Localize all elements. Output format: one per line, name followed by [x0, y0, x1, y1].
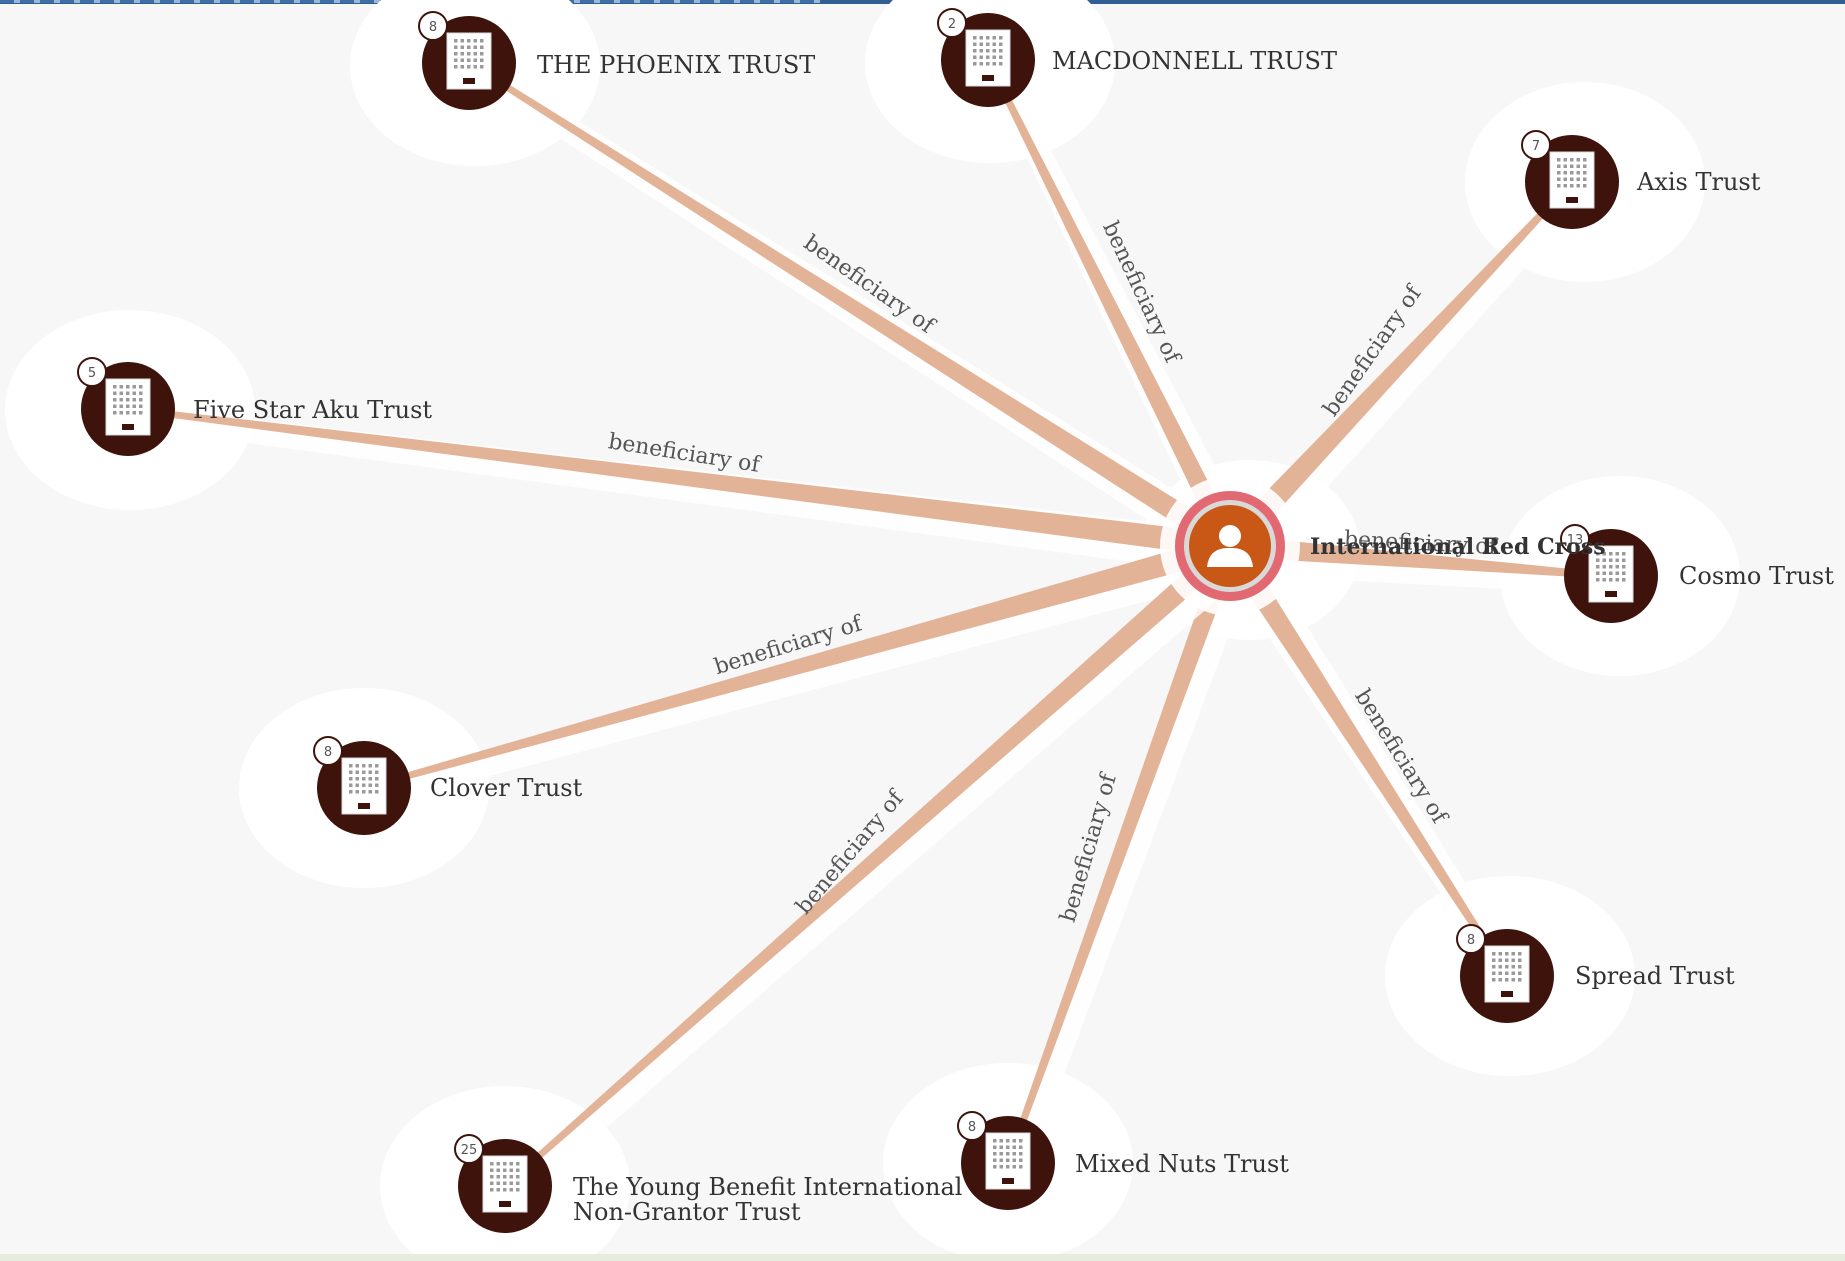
edge-spread[interactable] — [1220, 540, 1510, 978]
count-badge: 8 — [1456, 924, 1486, 954]
edge-axis[interactable] — [1221, 179, 1575, 555]
building-icon — [985, 1132, 1031, 1190]
edge-cosmo[interactable] — [1229, 535, 1612, 579]
trust-label: Axis Trust — [1636, 168, 1761, 196]
trust-label: The Young Benefit International — [573, 1173, 962, 1201]
count-badge: 8 — [313, 736, 343, 766]
count-badge: 8 — [418, 11, 448, 41]
count-badge: 5 — [77, 357, 107, 387]
edge-five-star-aku[interactable] — [127, 406, 1232, 558]
center-node[interactable]: International Red Cross — [1160, 476, 1606, 616]
trust-label: THE PHOENIX TRUST — [537, 51, 815, 79]
trust-label: Five Star Aku Trust — [193, 396, 432, 424]
count-badge-text: 8 — [1467, 933, 1475, 948]
building-icon — [965, 29, 1011, 87]
building-icon — [105, 378, 151, 436]
building-icon — [1484, 945, 1530, 1003]
edge-phoenix[interactable] — [467, 60, 1236, 556]
building-icon — [1588, 545, 1634, 603]
building-icon — [1549, 151, 1595, 209]
count-badge-text: 8 — [968, 1120, 976, 1135]
count-badge-text: 7 — [1532, 139, 1540, 154]
trust-label: MACDONNELL TRUST — [1052, 47, 1337, 75]
building-icon — [446, 32, 492, 90]
count-badge-text: 2 — [948, 17, 956, 32]
trust-label: Spread Trust — [1575, 962, 1735, 990]
count-badge: 25 — [454, 1134, 484, 1164]
bottom-bar — [0, 1254, 1845, 1261]
building-icon — [341, 757, 387, 815]
trust-label: Non-Grantor Trust — [573, 1198, 801, 1226]
count-badge-text: 13 — [1567, 533, 1584, 548]
count-badge-text: 25 — [461, 1143, 478, 1158]
edges — [127, 58, 1620, 1203]
building-icon — [482, 1155, 528, 1213]
count-badge: 2 — [937, 8, 967, 38]
person-icon — [1207, 525, 1253, 567]
center-label: International Red Cross — [1310, 534, 1606, 560]
count-badge-text: 8 — [429, 20, 437, 35]
count-badge-text: 8 — [324, 745, 332, 760]
edge-mixed-nuts[interactable] — [1005, 542, 1240, 1165]
edge-shadow — [1221, 182, 1589, 570]
edge-clover[interactable] — [363, 534, 1234, 791]
edge-young-benefit[interactable] — [503, 537, 1238, 1189]
node-halos — [5, 0, 1740, 1261]
count-badge: 7 — [1521, 130, 1551, 160]
trust-label: Mixed Nuts Trust — [1075, 1150, 1289, 1178]
count-badge-text: 5 — [88, 366, 96, 381]
count-badge: 8 — [957, 1111, 987, 1141]
trust-label: Clover Trust — [430, 774, 583, 802]
edge-shadow — [505, 538, 1252, 1203]
count-badge: 13 — [1560, 524, 1590, 554]
trust-label: Cosmo Trust — [1679, 562, 1834, 590]
edge-shadow — [1005, 547, 1257, 1175]
edge-macdonnell[interactable] — [985, 58, 1239, 551]
